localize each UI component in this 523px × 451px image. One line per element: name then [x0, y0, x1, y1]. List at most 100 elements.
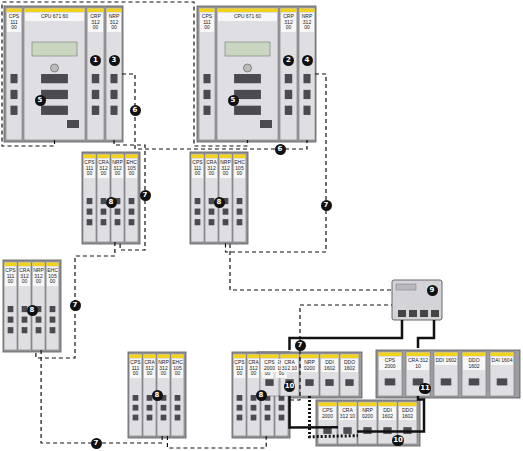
module-label: CRA 312 00	[98, 159, 109, 178]
rack-chassis	[4, 6, 123, 142]
module-box: EHC 105 00	[233, 154, 246, 242]
module-body	[280, 8, 297, 140]
module-body	[340, 354, 359, 396]
module-strip	[47, 263, 59, 267]
module-strip	[281, 355, 299, 359]
port	[161, 405, 167, 411]
module-strip	[206, 155, 218, 159]
rack-chassis	[258, 352, 362, 398]
module-box: CPS 111 00	[233, 354, 246, 436]
switch-panel	[396, 284, 416, 290]
module-label: CPS 111 00	[192, 159, 203, 178]
module-label: CRA 312 00	[144, 359, 155, 378]
callout-number: 5	[228, 95, 239, 106]
module-label: EHC 105 00	[172, 359, 183, 378]
module-body	[233, 354, 246, 436]
port	[325, 379, 333, 386]
module-label: CRA 312 10	[407, 357, 429, 370]
callout-number: 1	[90, 55, 101, 66]
module-body	[233, 154, 246, 242]
module-strip	[25, 9, 85, 13]
module-strip	[399, 403, 417, 407]
module-strip	[200, 9, 215, 13]
rack-chassis	[197, 6, 316, 142]
module-box: CPS 111 00	[4, 262, 17, 350]
callout-number: 8	[106, 197, 117, 208]
port	[234, 74, 261, 83]
port	[209, 209, 215, 215]
module-strip	[321, 355, 339, 359]
module-label: CPS 111 00	[200, 13, 214, 32]
module-strip	[33, 263, 45, 267]
callout-number: 7	[70, 300, 81, 311]
ethernet-cable	[230, 244, 392, 290]
port	[345, 379, 353, 386]
module-label: DDO 1602	[399, 407, 416, 420]
port	[279, 405, 285, 411]
module-body	[320, 354, 339, 396]
module-box: NRP 312 00	[106, 8, 122, 140]
network-cable	[357, 396, 424, 431]
ethernet-switch	[392, 280, 442, 320]
cpu-display	[32, 42, 77, 56]
module-box: NRP 0200	[358, 402, 377, 444]
module-label: CPU 671 60	[25, 13, 84, 21]
module-label: CRA 312 00	[206, 159, 217, 178]
module-strip	[107, 9, 122, 13]
cpu-display	[225, 42, 270, 56]
module-strip	[234, 155, 246, 159]
port	[110, 74, 117, 83]
port	[251, 415, 257, 421]
network-cable	[290, 396, 339, 428]
network-cable	[36, 242, 115, 358]
callout-number: 8	[214, 197, 225, 208]
module-strip	[359, 403, 377, 407]
port	[385, 378, 396, 385]
module-box: DAI 1604	[490, 352, 514, 396]
module-box: EHC 105 00	[125, 154, 138, 242]
key-switch	[51, 64, 59, 72]
callout-number: 10	[284, 381, 296, 392]
switch-port	[398, 310, 406, 317]
module-body	[87, 8, 104, 140]
module-body	[24, 8, 85, 140]
module-box: NRP 0200	[300, 354, 319, 396]
callout-number: 7	[91, 438, 102, 449]
module-label: NRP 312 00	[300, 13, 314, 32]
rack-chassis	[376, 350, 520, 398]
port	[67, 120, 79, 128]
port	[8, 317, 14, 323]
port	[133, 395, 139, 401]
module-body	[378, 352, 402, 396]
switch-port	[409, 310, 417, 317]
module-strip	[379, 353, 402, 357]
module-strip	[84, 155, 96, 159]
module-strip	[379, 403, 397, 407]
callout-number: 7	[295, 340, 306, 351]
network-cable	[122, 74, 307, 149]
module-label: EHC 105 00	[126, 159, 137, 178]
module-box: CRA 312 10	[338, 402, 357, 444]
port	[50, 327, 56, 333]
module-label: NRP 0200	[359, 407, 376, 420]
module-label: CPU 671 60	[218, 13, 277, 21]
module-strip	[158, 355, 170, 359]
key-switch	[244, 64, 252, 72]
port	[8, 327, 14, 333]
port	[36, 327, 42, 333]
switch-port	[420, 310, 428, 317]
port	[251, 405, 257, 411]
port	[441, 378, 452, 385]
ethernet-cable	[290, 320, 403, 350]
module-body	[406, 352, 430, 396]
port	[285, 90, 292, 99]
module-box: NRP 312 00	[299, 8, 315, 140]
module-label: DAI 1604	[491, 357, 513, 365]
port	[203, 106, 210, 115]
module-label: NRP 312 00	[112, 159, 123, 178]
port	[265, 415, 271, 421]
callout-number: 4	[302, 55, 313, 66]
callout-number: 2	[283, 55, 294, 66]
module-box: CPU 671 60	[24, 8, 85, 140]
